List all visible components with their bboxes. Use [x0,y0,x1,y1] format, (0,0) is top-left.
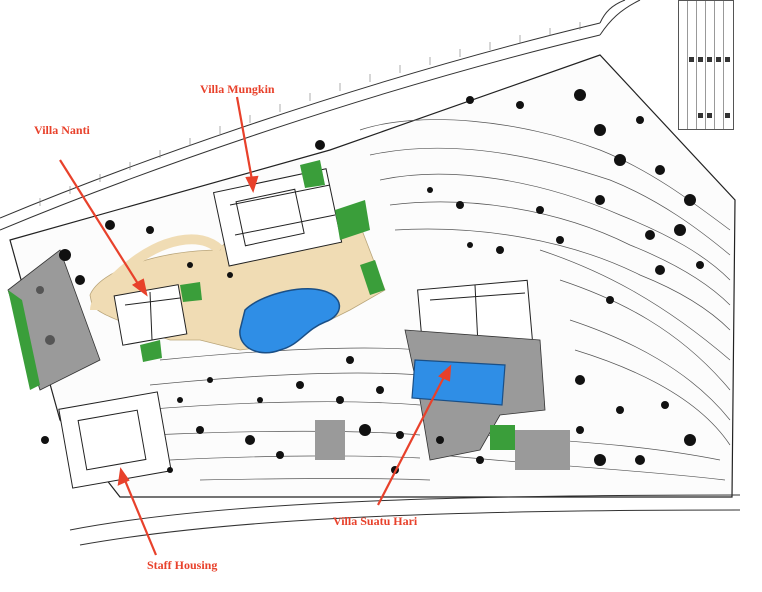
paving-se [515,430,570,470]
lawn-west [8,290,40,390]
legend-swatch [698,57,703,62]
trees [36,89,704,474]
label-staff-housing: Staff Housing [147,558,218,572]
staff-housing-building [58,391,172,489]
villa-mungkin-building [212,168,343,267]
legend-table [678,0,734,130]
lawn-nanti-2 [180,282,202,302]
lawn-nanti [140,340,162,362]
legend-swatch [725,57,730,62]
legend-swatch [698,113,703,118]
label-arrows [59,96,452,556]
main-pool [239,287,341,354]
legend-column [705,1,706,129]
lawn-pool-edge [360,260,385,295]
road-ticks [39,22,581,206]
legend-column [723,1,724,129]
suatu-hari-pool [411,359,506,406]
legend-column [687,1,688,129]
legend-swatch [716,57,721,62]
bottom-road [69,494,741,546]
lawn-mungkin-2 [300,160,325,188]
legend-swatch [725,113,730,118]
access-road [0,0,641,231]
lawn-suatu-hari [490,425,515,450]
legend-column [714,1,715,129]
label-villa-mungkin: Villa Mungkin [200,82,275,96]
label-villa-suatu-hari: Villa Suatu Hari [333,514,418,528]
label-villa-nanti: Villa Nanti [34,123,90,137]
legend-swatch [689,57,694,62]
legend-swatch [707,57,712,62]
villa-nanti-building [113,284,188,346]
paving-south [315,420,345,460]
sand-path [90,234,224,311]
legend-swatch [707,113,712,118]
legend-column [696,1,697,129]
lawn-mungkin [335,200,370,240]
